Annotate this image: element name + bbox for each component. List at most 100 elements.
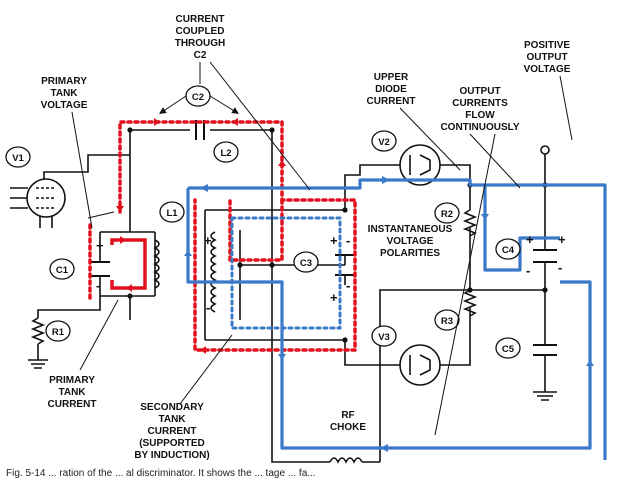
capacitor-c4 bbox=[533, 249, 557, 263]
tube-v3 bbox=[399, 344, 441, 386]
label-l1: L1 bbox=[166, 208, 178, 219]
svg-text:UPPER: UPPER bbox=[374, 72, 409, 83]
svg-text:PRIMARY: PRIMARY bbox=[49, 375, 95, 386]
badge-l1: L1 bbox=[159, 201, 185, 223]
badge-c4: C4 bbox=[495, 238, 521, 260]
coil-l1 bbox=[153, 239, 160, 289]
svg-text:TANK: TANK bbox=[158, 414, 186, 425]
svg-text:BY INDUCTION): BY INDUCTION) bbox=[134, 450, 209, 461]
capacitor-c5 bbox=[533, 344, 557, 356]
svg-text:POLARITIES: POLARITIES bbox=[380, 248, 440, 259]
capacitor-c1 bbox=[90, 261, 110, 277]
annotation-output-currents: OUTPUT CURRENTS FLOW CONTINUOUSLY bbox=[440, 86, 519, 133]
svg-text:CURRENTS: CURRENTS bbox=[452, 98, 508, 109]
secondary-tank-dotted-loop bbox=[230, 216, 342, 330]
svg-text:-: - bbox=[346, 278, 350, 293]
label-c1: C1 bbox=[56, 265, 69, 276]
svg-text:TANK: TANK bbox=[58, 387, 86, 398]
primary-current-arrows bbox=[116, 118, 286, 354]
coil-secondary bbox=[210, 231, 217, 313]
polarity-signs: + - + - + - + - + + - - bbox=[96, 232, 566, 315]
svg-text:CHOKE: CHOKE bbox=[330, 422, 366, 433]
svg-text:-: - bbox=[558, 260, 562, 275]
svg-text:+: + bbox=[204, 233, 212, 248]
label-c5: C5 bbox=[502, 344, 515, 355]
annotation-current-coupled: CURRENT COUPLED THROUGH C2 bbox=[175, 14, 226, 61]
badge-v1: V1 bbox=[5, 146, 31, 168]
svg-text:RF: RF bbox=[341, 410, 354, 421]
svg-text:-: - bbox=[346, 233, 350, 248]
svg-text:-: - bbox=[526, 263, 530, 278]
badge-c5: C5 bbox=[495, 337, 521, 359]
svg-text:OUTPUT: OUTPUT bbox=[459, 86, 500, 97]
label-v3: V3 bbox=[378, 332, 390, 343]
leader-lines bbox=[71, 61, 573, 436]
annotation-instantaneous: INSTANTANEOUS VOLTAGE POLARITIES bbox=[368, 224, 453, 259]
secondary-current-path bbox=[186, 178, 607, 460]
svg-text:PRIMARY: PRIMARY bbox=[41, 76, 87, 87]
svg-text:VOLTAGE: VOLTAGE bbox=[387, 236, 434, 247]
rf-choke-coil bbox=[329, 457, 363, 464]
label-r1: R1 bbox=[52, 327, 65, 338]
capacitor-c3 bbox=[335, 254, 355, 276]
svg-text:+: + bbox=[96, 238, 104, 253]
svg-text:CURRENT: CURRENT bbox=[148, 426, 197, 437]
svg-text:+: + bbox=[558, 232, 566, 247]
primary-tank-current-loop bbox=[110, 238, 147, 290]
resistor-r1 bbox=[30, 317, 46, 345]
badge-v2: V2 bbox=[371, 130, 397, 152]
badge-r2: R2 bbox=[434, 202, 460, 224]
svg-text:DIODE: DIODE bbox=[375, 84, 407, 95]
label-c3: C3 bbox=[300, 258, 312, 269]
badge-v3: V3 bbox=[371, 325, 397, 347]
svg-text:CURRENT: CURRENT bbox=[48, 399, 97, 410]
svg-text:CURRENT: CURRENT bbox=[176, 14, 225, 25]
annotation-positive-output: POSITIVE OUTPUT VOLTAGE bbox=[524, 40, 571, 75]
svg-text:-: - bbox=[96, 278, 100, 293]
svg-text:+: + bbox=[330, 290, 338, 305]
svg-text:INSTANTANEOUS: INSTANTANEOUS bbox=[368, 224, 453, 235]
badge-l2: L2 bbox=[213, 141, 239, 163]
svg-text:TANK: TANK bbox=[50, 88, 78, 99]
svg-text:THROUGH: THROUGH bbox=[175, 38, 226, 49]
label-v2: V2 bbox=[378, 137, 390, 148]
label-v1: V1 bbox=[12, 153, 24, 164]
annotation-rf-choke: RF CHOKE bbox=[330, 410, 366, 433]
secondary-current-arrows bbox=[184, 176, 594, 452]
label-r3: R3 bbox=[441, 316, 453, 327]
svg-text:OUTPUT: OUTPUT bbox=[526, 52, 567, 63]
figure-caption: Fig. 5-14 ... ration of the ... al discr… bbox=[6, 468, 316, 479]
annotation-upper-diode-current: UPPER DIODE CURRENT bbox=[367, 72, 416, 107]
label-l2: L2 bbox=[220, 148, 231, 159]
badge-c1: C1 bbox=[49, 258, 75, 280]
annotation-primary-tank-voltage: PRIMARY TANK VOLTAGE bbox=[41, 76, 88, 111]
annotation-secondary-tank-current: SECONDARY TANK CURRENT (SUPPORTED BY IND… bbox=[134, 402, 209, 461]
svg-text:C2: C2 bbox=[194, 50, 207, 61]
svg-text:VOLTAGE: VOLTAGE bbox=[41, 100, 88, 111]
tubes bbox=[26, 144, 441, 386]
svg-text:SECONDARY: SECONDARY bbox=[140, 402, 204, 413]
capacitors bbox=[90, 120, 557, 356]
positive-output-terminal bbox=[540, 145, 550, 155]
svg-text:+: + bbox=[526, 232, 534, 247]
resistor-r2 bbox=[462, 209, 478, 237]
svg-text:CURRENT: CURRENT bbox=[367, 96, 416, 107]
badge-r3: R3 bbox=[434, 309, 460, 331]
svg-text:VOLTAGE: VOLTAGE bbox=[524, 64, 571, 75]
svg-text:-: - bbox=[206, 300, 210, 315]
svg-text:FLOW: FLOW bbox=[465, 110, 495, 121]
svg-text:POSITIVE: POSITIVE bbox=[524, 40, 570, 51]
svg-text:+: + bbox=[330, 233, 338, 248]
resistors bbox=[30, 209, 478, 345]
badge-r1: R1 bbox=[45, 320, 71, 342]
primary-current-path bbox=[88, 120, 357, 352]
component-badges: V1 C2 L2 L1 C1 R1 C3 V2 V3 R2 R3 C4 C5 bbox=[5, 85, 521, 359]
svg-text:(SUPPORTED: (SUPPORTED bbox=[139, 438, 205, 449]
badge-c2: C2 bbox=[185, 85, 211, 107]
label-c2: C2 bbox=[192, 92, 204, 103]
label-r2: R2 bbox=[441, 209, 453, 220]
svg-text:CONTINUOUSLY: CONTINUOUSLY bbox=[440, 122, 519, 133]
label-c4: C4 bbox=[502, 245, 515, 256]
coils bbox=[153, 231, 363, 464]
